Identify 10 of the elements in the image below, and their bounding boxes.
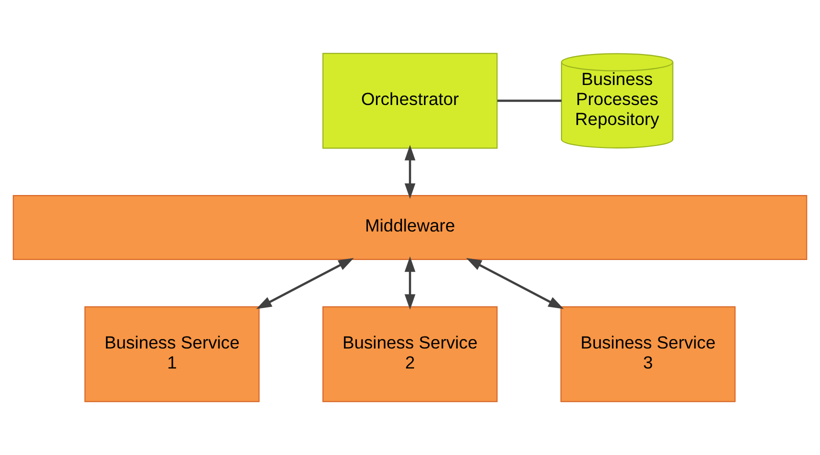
node-box: Business Service 1 <box>84 306 260 402</box>
node-box: Orchestrator <box>322 52 498 149</box>
arrow <box>404 256 416 310</box>
connector <box>497 100 562 102</box>
node-box: Business Service 2 <box>322 306 498 402</box>
arrow <box>256 258 354 310</box>
arrow <box>466 258 564 310</box>
node-box: Middleware <box>12 195 808 260</box>
node-box: Business Service 3 <box>560 306 736 402</box>
arrow <box>404 144 416 199</box>
